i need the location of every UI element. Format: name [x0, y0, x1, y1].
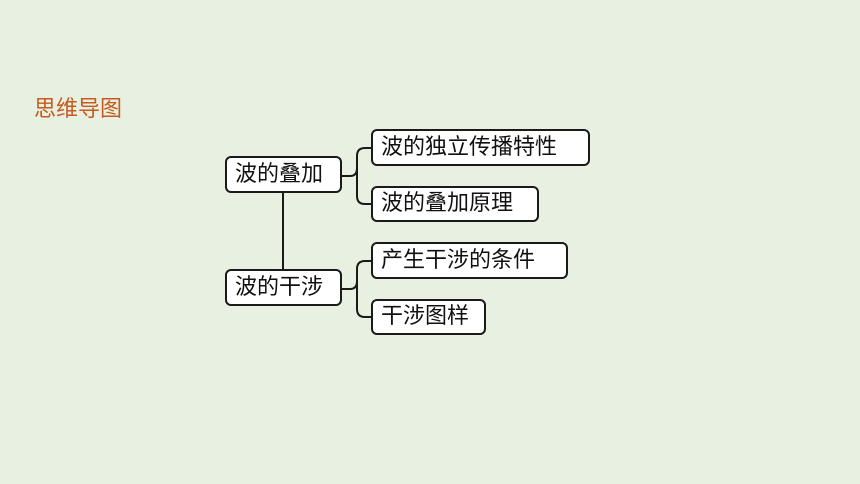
subtopic-superposition-principle-label: 波的叠加原理: [381, 191, 514, 216]
subtopic-independent-propagation: 波的独立传播特性: [371, 129, 590, 166]
topic-interference: 波的干涉: [225, 269, 342, 306]
topic-superposition: 波的叠加: [225, 156, 342, 193]
topic-superposition-label: 波的叠加: [235, 161, 324, 187]
superposition-bracket: [342, 147, 371, 205]
mind-map-title: 思维导图: [34, 97, 123, 122]
subtopic-independent-propagation-label: 波的独立传播特性: [381, 134, 558, 160]
subtopic-interference-conditions-label: 产生干涉的条件: [381, 247, 536, 273]
subtopic-interference-pattern-label: 干涉图样: [381, 304, 470, 329]
topic-interference-label: 波的干涉: [235, 274, 324, 300]
subtopic-interference-pattern: 干涉图样: [371, 299, 486, 335]
interference-bracket: [342, 260, 371, 318]
subtopic-superposition-principle: 波的叠加原理: [371, 186, 539, 222]
subtopic-interference-conditions: 产生干涉的条件: [371, 242, 568, 279]
